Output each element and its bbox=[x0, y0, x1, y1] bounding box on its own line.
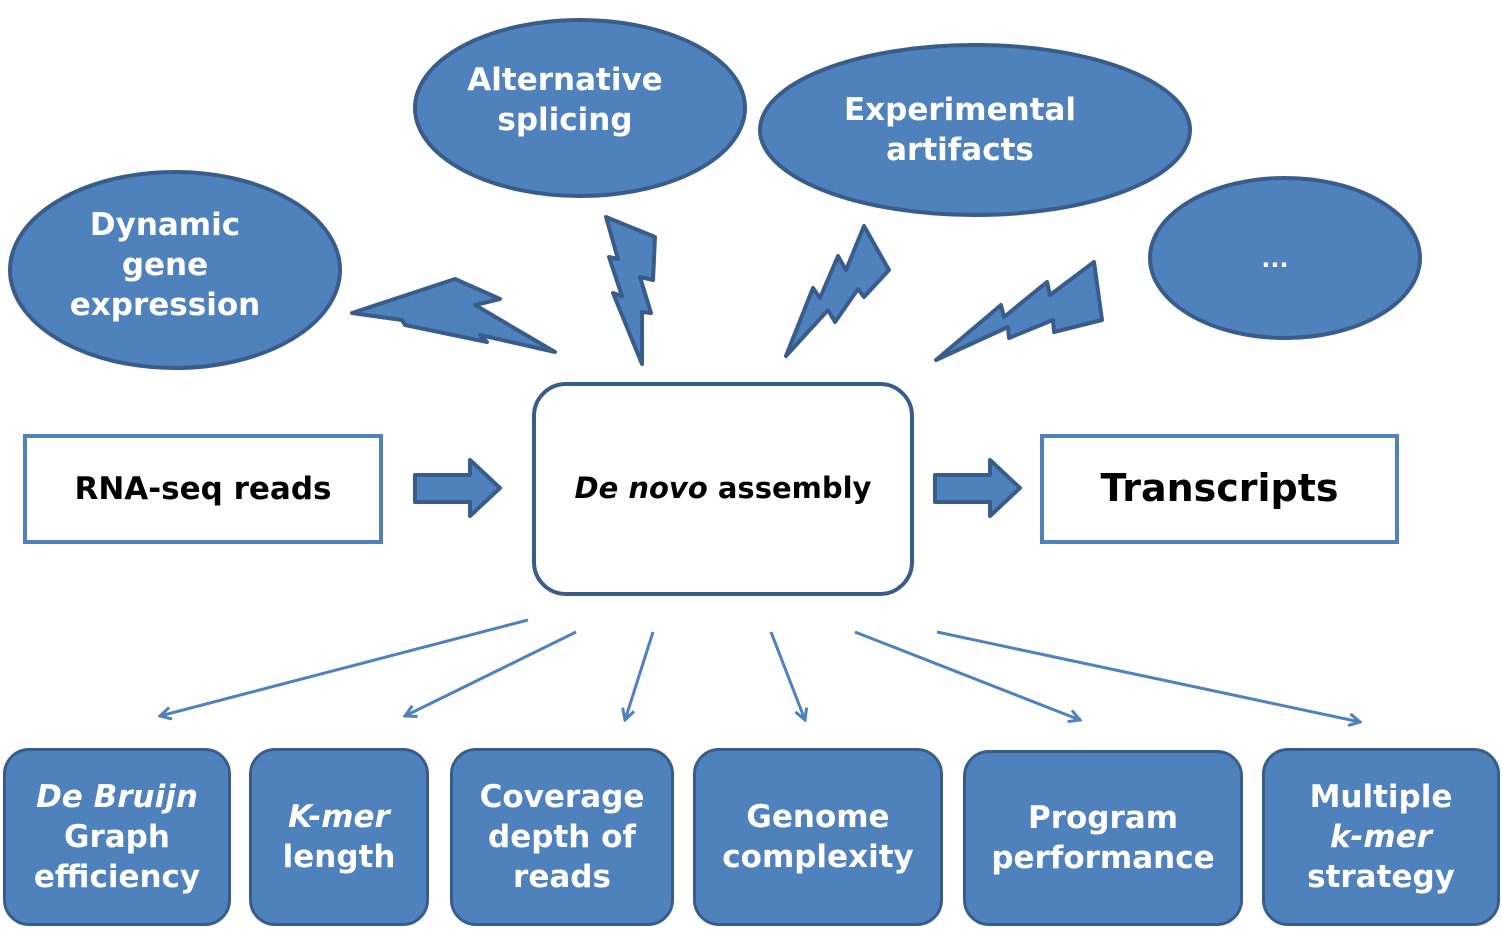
input-box bbox=[23, 434, 383, 544]
label-line: Dynamic bbox=[89, 206, 241, 243]
label-line: complexity bbox=[722, 839, 914, 875]
factor-label: Program performance bbox=[963, 750, 1243, 926]
factor-box bbox=[3, 748, 231, 926]
input-label: RNA-seq reads bbox=[74, 470, 332, 507]
factor-label: K-mer length bbox=[249, 748, 429, 926]
cloud-splicing-label: Alternative splicing bbox=[440, 50, 690, 150]
factor-box bbox=[693, 748, 943, 926]
factor-box bbox=[450, 748, 674, 926]
lightning-bolt-3 bbox=[784, 224, 891, 358]
lightning-bolt-4 bbox=[934, 260, 1104, 362]
cloud-artifacts-shape bbox=[758, 43, 1192, 217]
label-line: expression bbox=[69, 287, 261, 324]
output-label: Transcripts bbox=[1100, 466, 1339, 511]
cloud-artifacts-label: Experimental artifacts bbox=[810, 80, 1110, 180]
arrow-factor-6 bbox=[936, 630, 1360, 722]
label-line: strategy bbox=[1307, 859, 1455, 896]
arrow-factor-3 bbox=[625, 631, 655, 720]
arrow-factor-4 bbox=[769, 631, 805, 720]
label-line: length bbox=[282, 839, 396, 875]
factor-box bbox=[963, 750, 1243, 926]
factor-box bbox=[249, 748, 429, 926]
assembly-box bbox=[532, 382, 914, 596]
label-line: K-mer bbox=[288, 798, 390, 835]
label-line: reads bbox=[513, 859, 611, 896]
arrow-input-to-assembly bbox=[413, 458, 502, 518]
label-line: Program bbox=[1027, 799, 1178, 836]
label-line: Alternative bbox=[467, 61, 663, 98]
label-line: performance bbox=[991, 840, 1215, 876]
label-line: De Bruijn bbox=[36, 778, 198, 815]
label-line: efficiency bbox=[33, 859, 201, 896]
label-line: splicing bbox=[497, 102, 633, 138]
label-line: Experimental bbox=[843, 91, 1077, 128]
arrow-factor-1 bbox=[160, 618, 529, 716]
lightning-bolt-2 bbox=[604, 215, 657, 366]
label-line: artifacts bbox=[886, 132, 1034, 168]
arrow-factor-5 bbox=[854, 630, 1080, 720]
label-line: k-mer bbox=[1329, 818, 1433, 855]
cloud-splicing-shape bbox=[413, 18, 747, 198]
assembly-label: De novo assembly bbox=[532, 382, 914, 596]
cloud-more-shape bbox=[1148, 176, 1422, 340]
assembly-label-italic: De novo bbox=[574, 471, 708, 506]
arrow-assembly-to-transcripts bbox=[933, 458, 1022, 518]
label-line: depth of bbox=[488, 818, 636, 855]
label-line: Multiple bbox=[1309, 778, 1453, 815]
assembly-label-rest: assembly bbox=[707, 471, 872, 506]
arrow-factor-2 bbox=[405, 630, 577, 716]
lightning-bolt-1 bbox=[350, 277, 557, 354]
label-line: Genome bbox=[746, 798, 890, 835]
factor-label: Genome complexity bbox=[693, 748, 943, 926]
cloud-more-label: ... bbox=[1200, 235, 1350, 285]
label-line: ... bbox=[1261, 245, 1289, 274]
label-line: gene bbox=[121, 246, 209, 283]
label-line: Coverage bbox=[479, 778, 645, 815]
cloud-dynamic-shape bbox=[8, 170, 342, 370]
factor-box bbox=[1262, 748, 1500, 926]
output-box bbox=[1040, 434, 1399, 544]
label-line: Graph bbox=[64, 818, 170, 855]
